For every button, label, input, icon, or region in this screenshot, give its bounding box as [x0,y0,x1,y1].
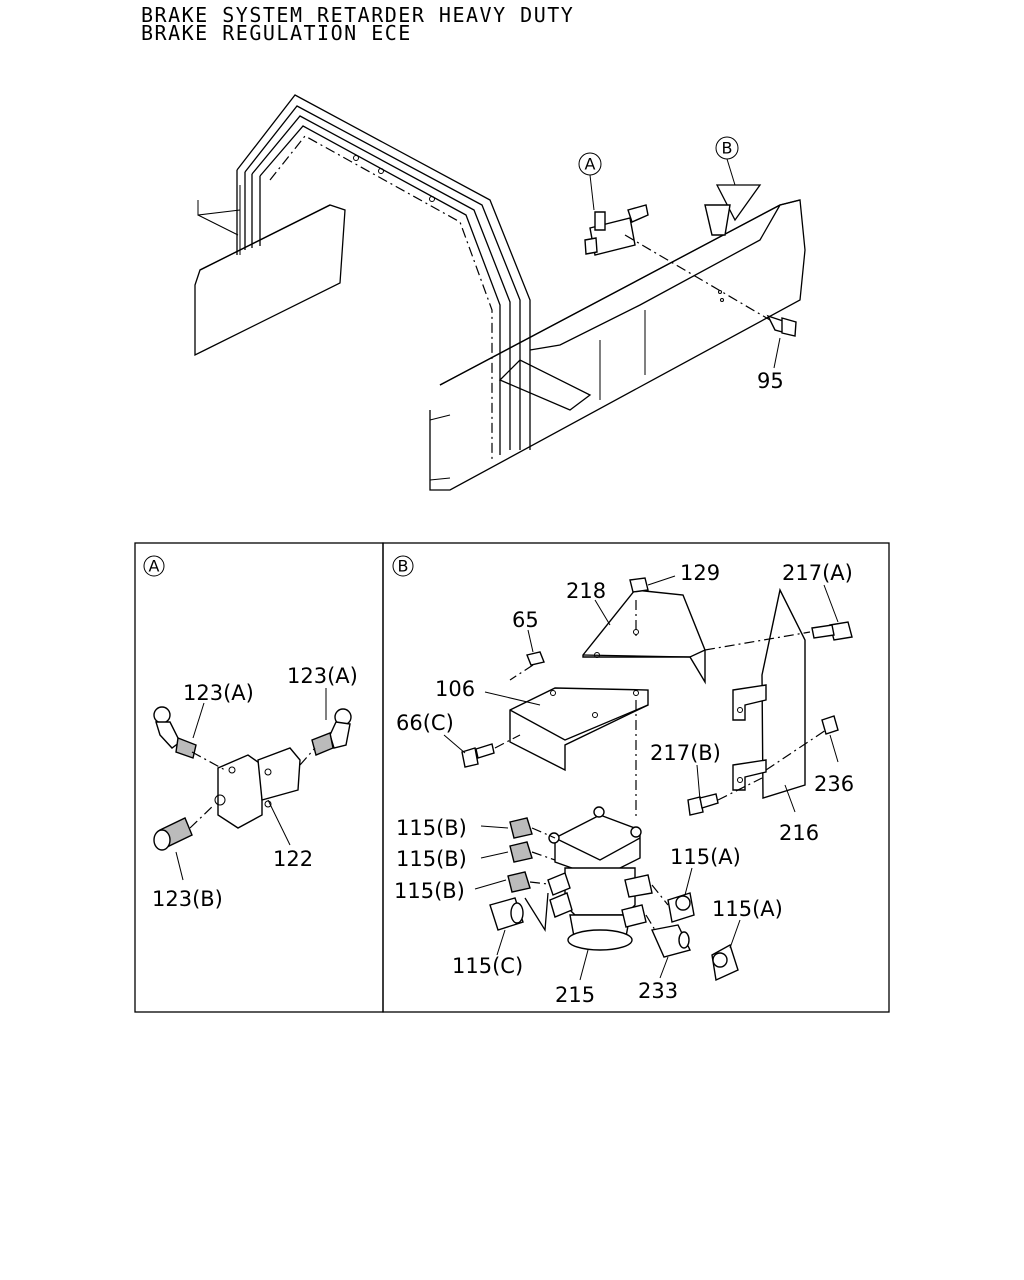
label-123a-right: 123(A) [287,664,358,688]
label-115c: 115(C) [452,954,523,978]
label-115a-1: 115(A) [670,845,741,869]
leader-115b-2 [480,851,509,859]
leader-115c [496,929,506,956]
panel-a-parts-drawing [153,706,352,851]
label-129: 129 [680,561,720,585]
leader-65 [527,629,534,653]
label-236: 236 [814,772,854,796]
diagram-title-line-2: BRAKE REGULATION ECE [141,21,412,45]
label-65: 65 [512,608,539,632]
label-115b-3: 115(B) [394,879,465,903]
label-215: 215 [555,983,595,1007]
label-123a-left: 123(A) [183,681,254,705]
panel-a-marker: A [143,555,165,577]
leader-217a [823,584,839,623]
diagram-title-line-1: BRAKE SYSTEM RETARDER HEAVY DUTY [141,3,575,27]
chassis-frame-drawing [194,94,806,491]
leader-129 [647,575,676,586]
leader-217b [696,764,701,801]
label-216: 216 [779,821,819,845]
panel-b-frame [382,542,890,1013]
callout-a: A [578,152,602,211]
leader-215 [579,949,589,981]
label-233: 233 [638,979,678,1003]
callout-b: B [715,136,739,186]
label-218: 218 [566,579,606,603]
leader-218 [594,599,611,626]
label-217a: 217(A) [782,561,853,585]
label-66c: 66(C) [396,711,454,735]
leader-123a-left [192,702,205,739]
panel-b-marker-letter: B [398,557,409,576]
label-95: 95 [757,369,784,393]
leader-236 [829,734,839,763]
leader-66c [443,734,466,754]
leader-233 [659,956,669,979]
callout-b-letter: B [722,139,733,158]
leader-115b-1 [480,825,509,829]
leader-216 [784,784,796,813]
label-115a-2: 115(A) [712,897,783,921]
leader-115a-1 [684,867,693,896]
leader-122 [267,799,291,846]
callout-a-letter: A [585,155,596,174]
leader-123b [175,851,184,881]
label-123b: 123(B) [152,887,223,911]
leader-115a-2 [729,919,741,949]
leader-106 [484,691,541,706]
label-115b-1: 115(B) [396,816,467,840]
leader-115b-3 [474,879,507,890]
panel-b-parts-drawing [461,577,853,982]
label-217b: 217(B) [650,741,721,765]
label-115b-2: 115(B) [396,847,467,871]
panel-b-marker: B [392,555,414,577]
label-122: 122 [273,847,313,871]
panel-a-marker-letter: A [149,557,160,576]
label-106: 106 [435,677,475,701]
